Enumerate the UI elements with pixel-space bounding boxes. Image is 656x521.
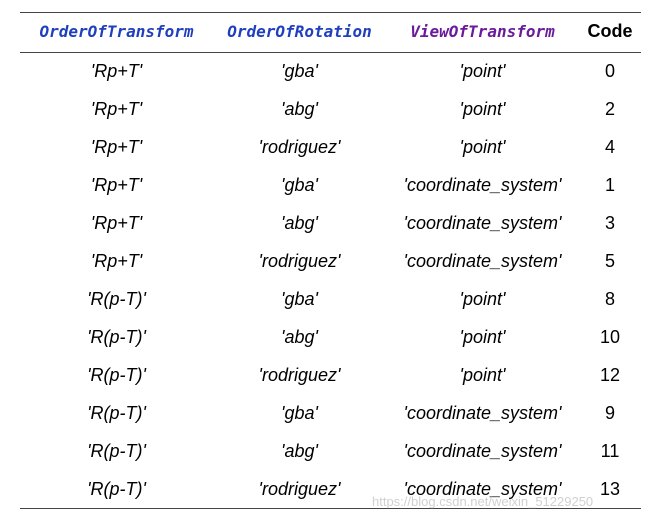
cell-order-of-rotation: 'gba' bbox=[281, 402, 318, 423]
header-view-of-transform: ViewOfTransform bbox=[386, 12, 579, 53]
header-order-of-rotation: OrderOfRotation bbox=[213, 12, 386, 53]
cell-code: 11 bbox=[600, 440, 620, 461]
cell-order-of-transform: 'Rp+T' bbox=[90, 212, 143, 233]
cell-view-of-transform: 'coordinate_system' bbox=[403, 250, 562, 271]
cell-code: 13 bbox=[599, 478, 621, 499]
cell-code: 12 bbox=[599, 364, 621, 385]
cell-order-of-transform: 'R(p-T)' bbox=[87, 364, 146, 385]
cell-view-of-transform: 'point' bbox=[459, 288, 506, 309]
cell-view-of-transform: 'coordinate_system' bbox=[403, 440, 562, 461]
table-row: 'Rp+T' 'rodriguez' 'coordinate_system' 5 bbox=[20, 242, 641, 280]
cell-order-of-rotation: 'rodriguez' bbox=[258, 250, 341, 271]
header-code: Code bbox=[579, 12, 641, 53]
cell-code: 0 bbox=[604, 60, 615, 81]
cell-order-of-transform: 'Rp+T' bbox=[90, 174, 143, 195]
cell-code: 4 bbox=[604, 136, 615, 157]
cell-view-of-transform: 'point' bbox=[459, 136, 506, 157]
cell-order-of-transform: 'R(p-T)' bbox=[87, 288, 146, 309]
cell-view-of-transform: 'coordinate_system' bbox=[403, 212, 562, 233]
cell-view-of-transform: 'point' bbox=[459, 98, 506, 119]
cell-code: 10 bbox=[599, 326, 621, 347]
cell-view-of-transform: 'coordinate_system' bbox=[403, 402, 562, 423]
table-body: 'Rp+T''gba''point'0'Rp+T''abg''point'2'R… bbox=[20, 52, 641, 508]
cell-order-of-rotation: 'abg' bbox=[281, 98, 318, 119]
cell-order-of-rotation: 'abg' bbox=[281, 440, 318, 461]
table-header-row: OrderOfTransform OrderOfRotation ViewOfT… bbox=[20, 12, 641, 53]
cell-code: 3 bbox=[604, 212, 615, 233]
cell-view-of-transform: 'point' bbox=[459, 60, 506, 81]
table-row: 'R(p-T)' 'gba' 'point' 8 bbox=[20, 280, 641, 318]
cell-order-of-rotation: 'abg' bbox=[281, 326, 318, 347]
table-bottom-rule bbox=[20, 508, 641, 509]
cell-view-of-transform: 'point' bbox=[459, 326, 506, 347]
cell-order-of-transform: 'R(p-T)' bbox=[87, 326, 146, 347]
table-row: 'Rp+T' 'gba' 'point' 0 bbox=[20, 52, 641, 90]
cell-order-of-transform: 'Rp+T' bbox=[90, 60, 143, 81]
cell-order-of-transform: 'Rp+T' bbox=[90, 136, 143, 157]
cell-order-of-rotation: 'rodriguez' bbox=[258, 364, 341, 385]
table-row: 'R(p-T)' 'abg' 'coordinate_system' 11 bbox=[20, 432, 641, 470]
cell-order-of-transform: 'R(p-T)' bbox=[87, 440, 146, 461]
cell-order-of-transform: 'R(p-T)' bbox=[87, 478, 146, 499]
table-row: 'Rp+T' 'abg' 'coordinate_system' 3 bbox=[20, 204, 641, 242]
table-row: 'R(p-T)' 'abg' 'point' 10 bbox=[20, 318, 641, 356]
cell-code: 8 bbox=[604, 288, 615, 309]
cell-view-of-transform: 'coordinate_system' bbox=[403, 478, 562, 499]
cell-code: 1 bbox=[604, 174, 615, 195]
transform-code-table-container: OrderOfTransform OrderOfRotation ViewOfT… bbox=[20, 12, 641, 509]
cell-order-of-rotation: 'gba' bbox=[281, 288, 318, 309]
table-row: 'Rp+T' 'abg' 'point' 2 bbox=[20, 90, 641, 128]
table-top-rule bbox=[20, 12, 641, 13]
cell-order-of-transform: 'R(p-T)' bbox=[87, 402, 146, 423]
cell-order-of-rotation: 'abg' bbox=[281, 212, 318, 233]
cell-code: 5 bbox=[604, 250, 615, 271]
cell-order-of-rotation: 'gba' bbox=[281, 174, 318, 195]
cell-order-of-rotation: 'gba' bbox=[281, 60, 318, 81]
table-row: 'Rp+T' 'rodriguez' 'point' 4 bbox=[20, 128, 641, 166]
cell-code: 9 bbox=[604, 402, 615, 423]
cell-view-of-transform: 'coordinate_system' bbox=[403, 174, 562, 195]
cell-order-of-transform: 'Rp+T' bbox=[90, 250, 143, 271]
cell-order-of-rotation: 'rodriguez' bbox=[258, 478, 341, 499]
table-row: 'R(p-T)' 'rodriguez' 'coordinate_system' 13 bbox=[20, 470, 641, 508]
cell-order-of-rotation: 'rodriguez' bbox=[258, 136, 341, 157]
cell-view-of-transform: 'point' bbox=[459, 364, 506, 385]
table-row: 'Rp+T' 'gba' 'coordinate_system' 1 bbox=[20, 166, 641, 204]
table-row: 'R(p-T)' 'gba' 'coordinate_system' 9 bbox=[20, 394, 641, 432]
header-order-of-transform: OrderOfTransform bbox=[20, 12, 213, 53]
transform-code-table: OrderOfTransform OrderOfRotation ViewOfT… bbox=[20, 12, 641, 508]
cell-order-of-transform: 'Rp+T' bbox=[90, 98, 143, 119]
cell-code: 2 bbox=[604, 98, 615, 119]
table-row: 'R(p-T)' 'rodriguez' 'point' 12 bbox=[20, 356, 641, 394]
